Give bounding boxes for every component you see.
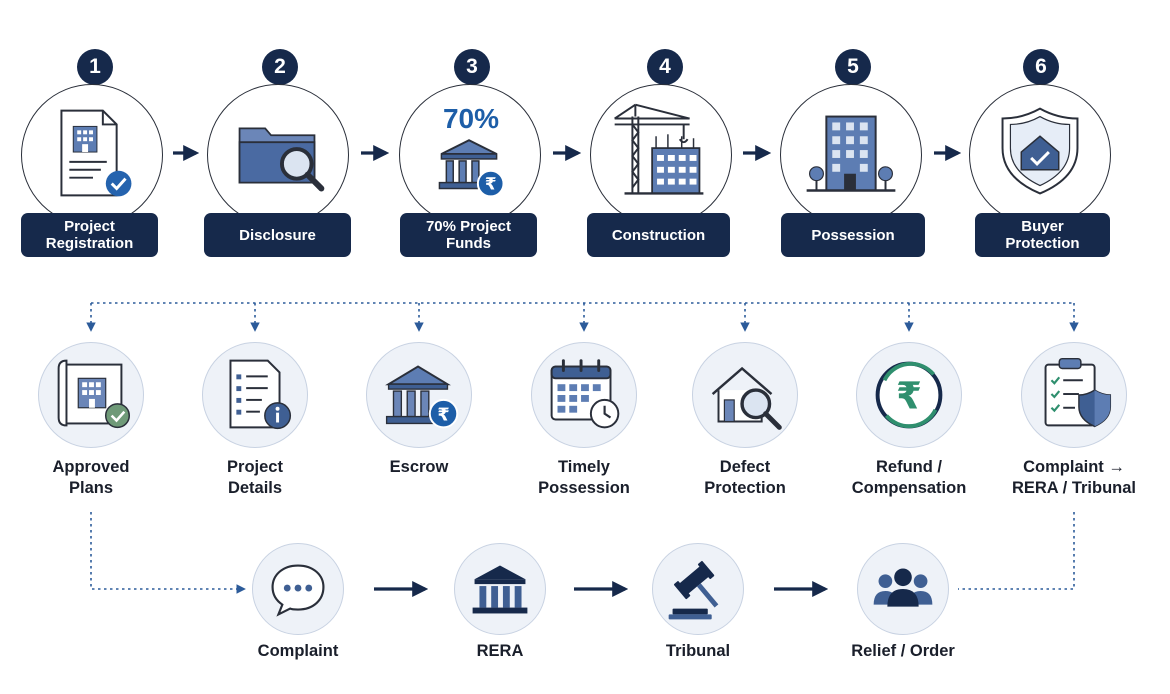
resolution-label-rera: RERA (476, 642, 524, 660)
protection-dotted-branches (86, 302, 1079, 594)
protection-circle-complaint-route (1021, 342, 1127, 448)
step-label-registration: Project Registration (21, 213, 158, 257)
resolution-label-relief: Relief / Order (851, 642, 955, 660)
bank-rupee-icon: ₹ (438, 139, 505, 198)
resolution-label-complaint: Complaint (257, 642, 339, 660)
protection-label-complaint-route: Complaint → RERA / Tribunal (1011, 458, 1137, 497)
step-circle-construction (590, 84, 732, 226)
people-group-icon (873, 568, 933, 607)
step-circle-registration (21, 84, 163, 226)
protection-label-timely-possession: Timely Possession (538, 458, 630, 497)
svg-text:₹: ₹ (437, 406, 449, 426)
resolution-label-tribunal: Tribunal (665, 642, 731, 660)
protection-circle-refund: ₹ (856, 342, 962, 448)
protection-label-escrow: Escrow (389, 458, 449, 476)
apartment-building-icon (806, 115, 896, 192)
clipboard-shield-icon (1044, 357, 1112, 428)
resolution-circle-rera (454, 543, 546, 635)
protection-label-project-details: Project Details (227, 458, 283, 497)
step-number-6: 6 (1023, 49, 1059, 85)
step-label-buyer-protection: Buyer Protection (975, 213, 1110, 257)
crane-building-icon (614, 103, 704, 195)
blueprint-check-icon (57, 359, 130, 429)
resolution-circle-relief (857, 543, 949, 635)
document-building-check-icon (60, 109, 132, 197)
svg-text:₹: ₹ (485, 174, 497, 194)
protection-circle-approved-plans (38, 342, 144, 448)
step-circle-funds: 70% ₹ (399, 84, 541, 226)
funds-percentage: 70% (442, 103, 500, 134)
bank-rupee-icon: ₹ (385, 365, 459, 429)
protection-label-approved-plans: Approved Plans (52, 458, 130, 497)
step-label-funds: 70% Project Funds (400, 213, 537, 257)
step-label-disclosure: Disclosure (204, 213, 351, 257)
step-label-construction: Construction (587, 213, 730, 257)
speech-bubble-icon (271, 564, 325, 617)
resolution-circle-tribunal (652, 543, 744, 635)
protection-circle-timely-possession (531, 342, 637, 448)
government-building-icon (472, 565, 528, 614)
protection-circle-project-details (202, 342, 308, 448)
checklist-info-icon (229, 359, 292, 430)
calendar-clock-icon (550, 359, 620, 429)
step-number-5: 5 (835, 49, 871, 85)
step-number-4: 4 (647, 49, 683, 85)
protection-label-defect-protection: Defect Protection (704, 458, 786, 497)
gavel-icon (668, 560, 719, 620)
resolution-circle-complaint (252, 543, 344, 635)
step-label-possession: Possession (781, 213, 925, 257)
step-circle-possession (780, 84, 922, 226)
step-number-2: 2 (262, 49, 298, 85)
svg-text:₹: ₹ (896, 374, 922, 418)
house-magnifier-icon (711, 366, 782, 430)
protection-circle-escrow: ₹ (366, 342, 472, 448)
step-number-3: 3 (454, 49, 490, 85)
protection-label-refund: Refund / Compensation (851, 458, 967, 497)
shield-house-check-icon (1001, 107, 1079, 195)
step-circle-buyer-protection (969, 84, 1111, 226)
protection-circle-defect-protection (692, 342, 798, 448)
folder-magnifier-icon (238, 127, 325, 192)
rupee-circle-icon: ₹ (875, 361, 943, 429)
step-number-1: 1 (77, 49, 113, 85)
step-circle-disclosure (207, 84, 349, 226)
